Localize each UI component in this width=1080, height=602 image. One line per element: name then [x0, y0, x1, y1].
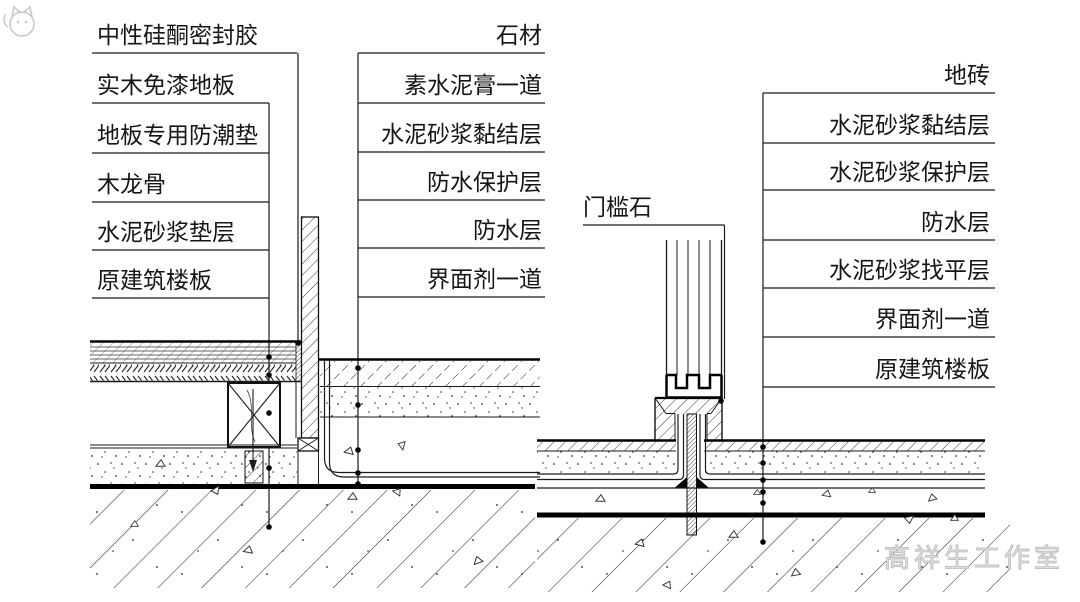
- right-detail-drawing: [537, 92, 1010, 592]
- label-floor-tile: 地砖: [944, 63, 990, 88]
- stone-upstand: [297, 216, 320, 484]
- label-slab-right: 原建筑楼板: [875, 357, 990, 382]
- threshold-stone: [654, 396, 723, 441]
- cat-logo-icon: [3, 5, 35, 37]
- anchor-block: [244, 450, 264, 484]
- label-threshold-stone: 门槛石: [583, 195, 652, 220]
- label-wp-protection: 防水保护层: [427, 170, 542, 195]
- label-cement-paste: 素水泥膏一道: [404, 73, 542, 98]
- label-interface-agent-2: 界面剂一道: [875, 307, 990, 332]
- studio-watermark: 高祥生工作室: [883, 544, 1065, 574]
- left-detail-drawing: [90, 52, 545, 588]
- silicone-sealant-joint: [295, 342, 302, 382]
- stone-floor-layers: [318, 358, 540, 478]
- structural-slab-right: [537, 512, 1010, 592]
- label-slab-left: 原建筑楼板: [97, 268, 212, 293]
- label-moisture-pad: 地板专用防潮垫: [97, 123, 258, 148]
- right-detail-leader-lines: [583, 92, 995, 542]
- wood-joist-section: [227, 382, 281, 472]
- leader-dots-right: [718, 398, 766, 545]
- waterproof-membrane-upturn: [323, 360, 540, 474]
- leader-dots-left: [266, 340, 361, 530]
- label-stone: 石材: [496, 23, 542, 48]
- label-tile-waterproof: 防水层: [921, 210, 990, 235]
- wood-floor-layers: [90, 340, 301, 383]
- label-tile-protection: 水泥砂浆保护层: [829, 160, 990, 185]
- sealant-fillet-right: [696, 477, 709, 488]
- label-sealant: 中性硅酮密封胶: [97, 23, 258, 48]
- tile-floor-layers: [537, 439, 985, 473]
- label-bonding-layer: 水泥砂浆黏结层: [381, 122, 542, 147]
- label-interface-agent: 界面剂一道: [427, 267, 542, 292]
- label-mortar-bed: 水泥砂浆垫层: [97, 220, 235, 245]
- label-tile-bonding: 水泥砂浆黏结层: [829, 113, 990, 138]
- structural-slab-left: [90, 484, 535, 588]
- label-wood-floor: 实木免漆地板: [97, 73, 235, 98]
- sealant-fillet-left: [675, 477, 687, 488]
- threshold-anchor-dowel: [686, 413, 697, 536]
- label-waterproof: 防水层: [473, 218, 542, 243]
- waterproof-membrane-right: [537, 414, 985, 489]
- mortar-bed: [90, 444, 297, 484]
- label-leveling-layer: 水泥砂浆找平层: [829, 258, 990, 283]
- label-wood-joist: 木龙骨: [97, 172, 166, 197]
